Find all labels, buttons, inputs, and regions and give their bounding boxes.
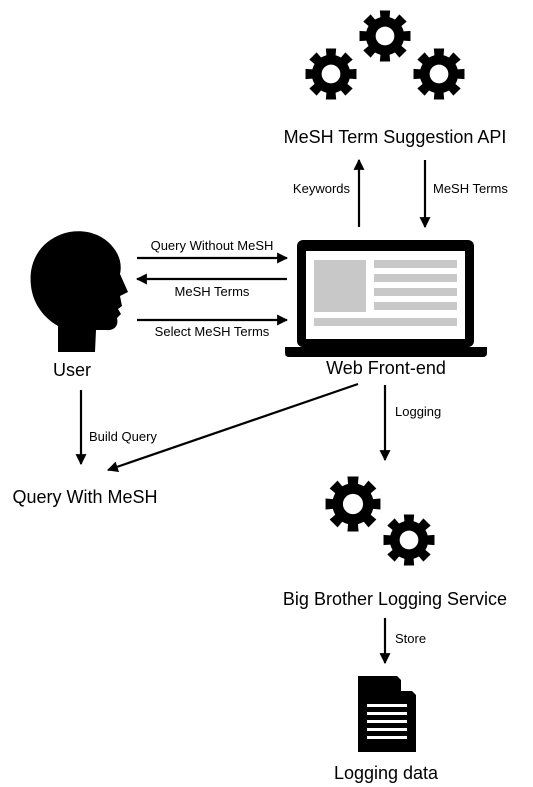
- frontend-label: Web Front-end: [326, 358, 446, 378]
- logging-data-label: Logging data: [334, 763, 439, 783]
- gear-icon: [413, 48, 465, 100]
- build-query-edge-label: Build Query: [89, 429, 157, 444]
- mesh-terms-back-edge-label: MeSH Terms: [175, 284, 250, 299]
- api-gears-icon: [305, 10, 465, 100]
- logging-service-gears-icon: [325, 476, 435, 566]
- gear-icon: [305, 48, 357, 100]
- query-with-mesh-label: Query With MeSH: [12, 487, 157, 507]
- store-edge-label: Store: [395, 631, 426, 646]
- logging-service-label: Big Brother Logging Service: [283, 589, 507, 609]
- gear-icon: [359, 10, 411, 62]
- frontend-to-query-arrow: [106, 382, 359, 472]
- logging-edge-label: Logging: [395, 404, 441, 419]
- user-label: User: [53, 360, 91, 380]
- document-icon: [358, 676, 416, 752]
- laptop-icon: [285, 240, 487, 357]
- user-head-silhouette-icon: [30, 231, 129, 352]
- mesh-terms-down-edge-label: MeSH Terms: [433, 181, 508, 196]
- gear-icon: [383, 514, 435, 566]
- select-mesh-terms-edge-label: Select MeSH Terms: [155, 324, 270, 339]
- gear-icon: [325, 476, 381, 532]
- keywords-edge-label: Keywords: [293, 181, 351, 196]
- api-label: MeSH Term Suggestion API: [284, 127, 507, 147]
- query-without-mesh-edge-label: Query Without MeSH: [151, 238, 274, 253]
